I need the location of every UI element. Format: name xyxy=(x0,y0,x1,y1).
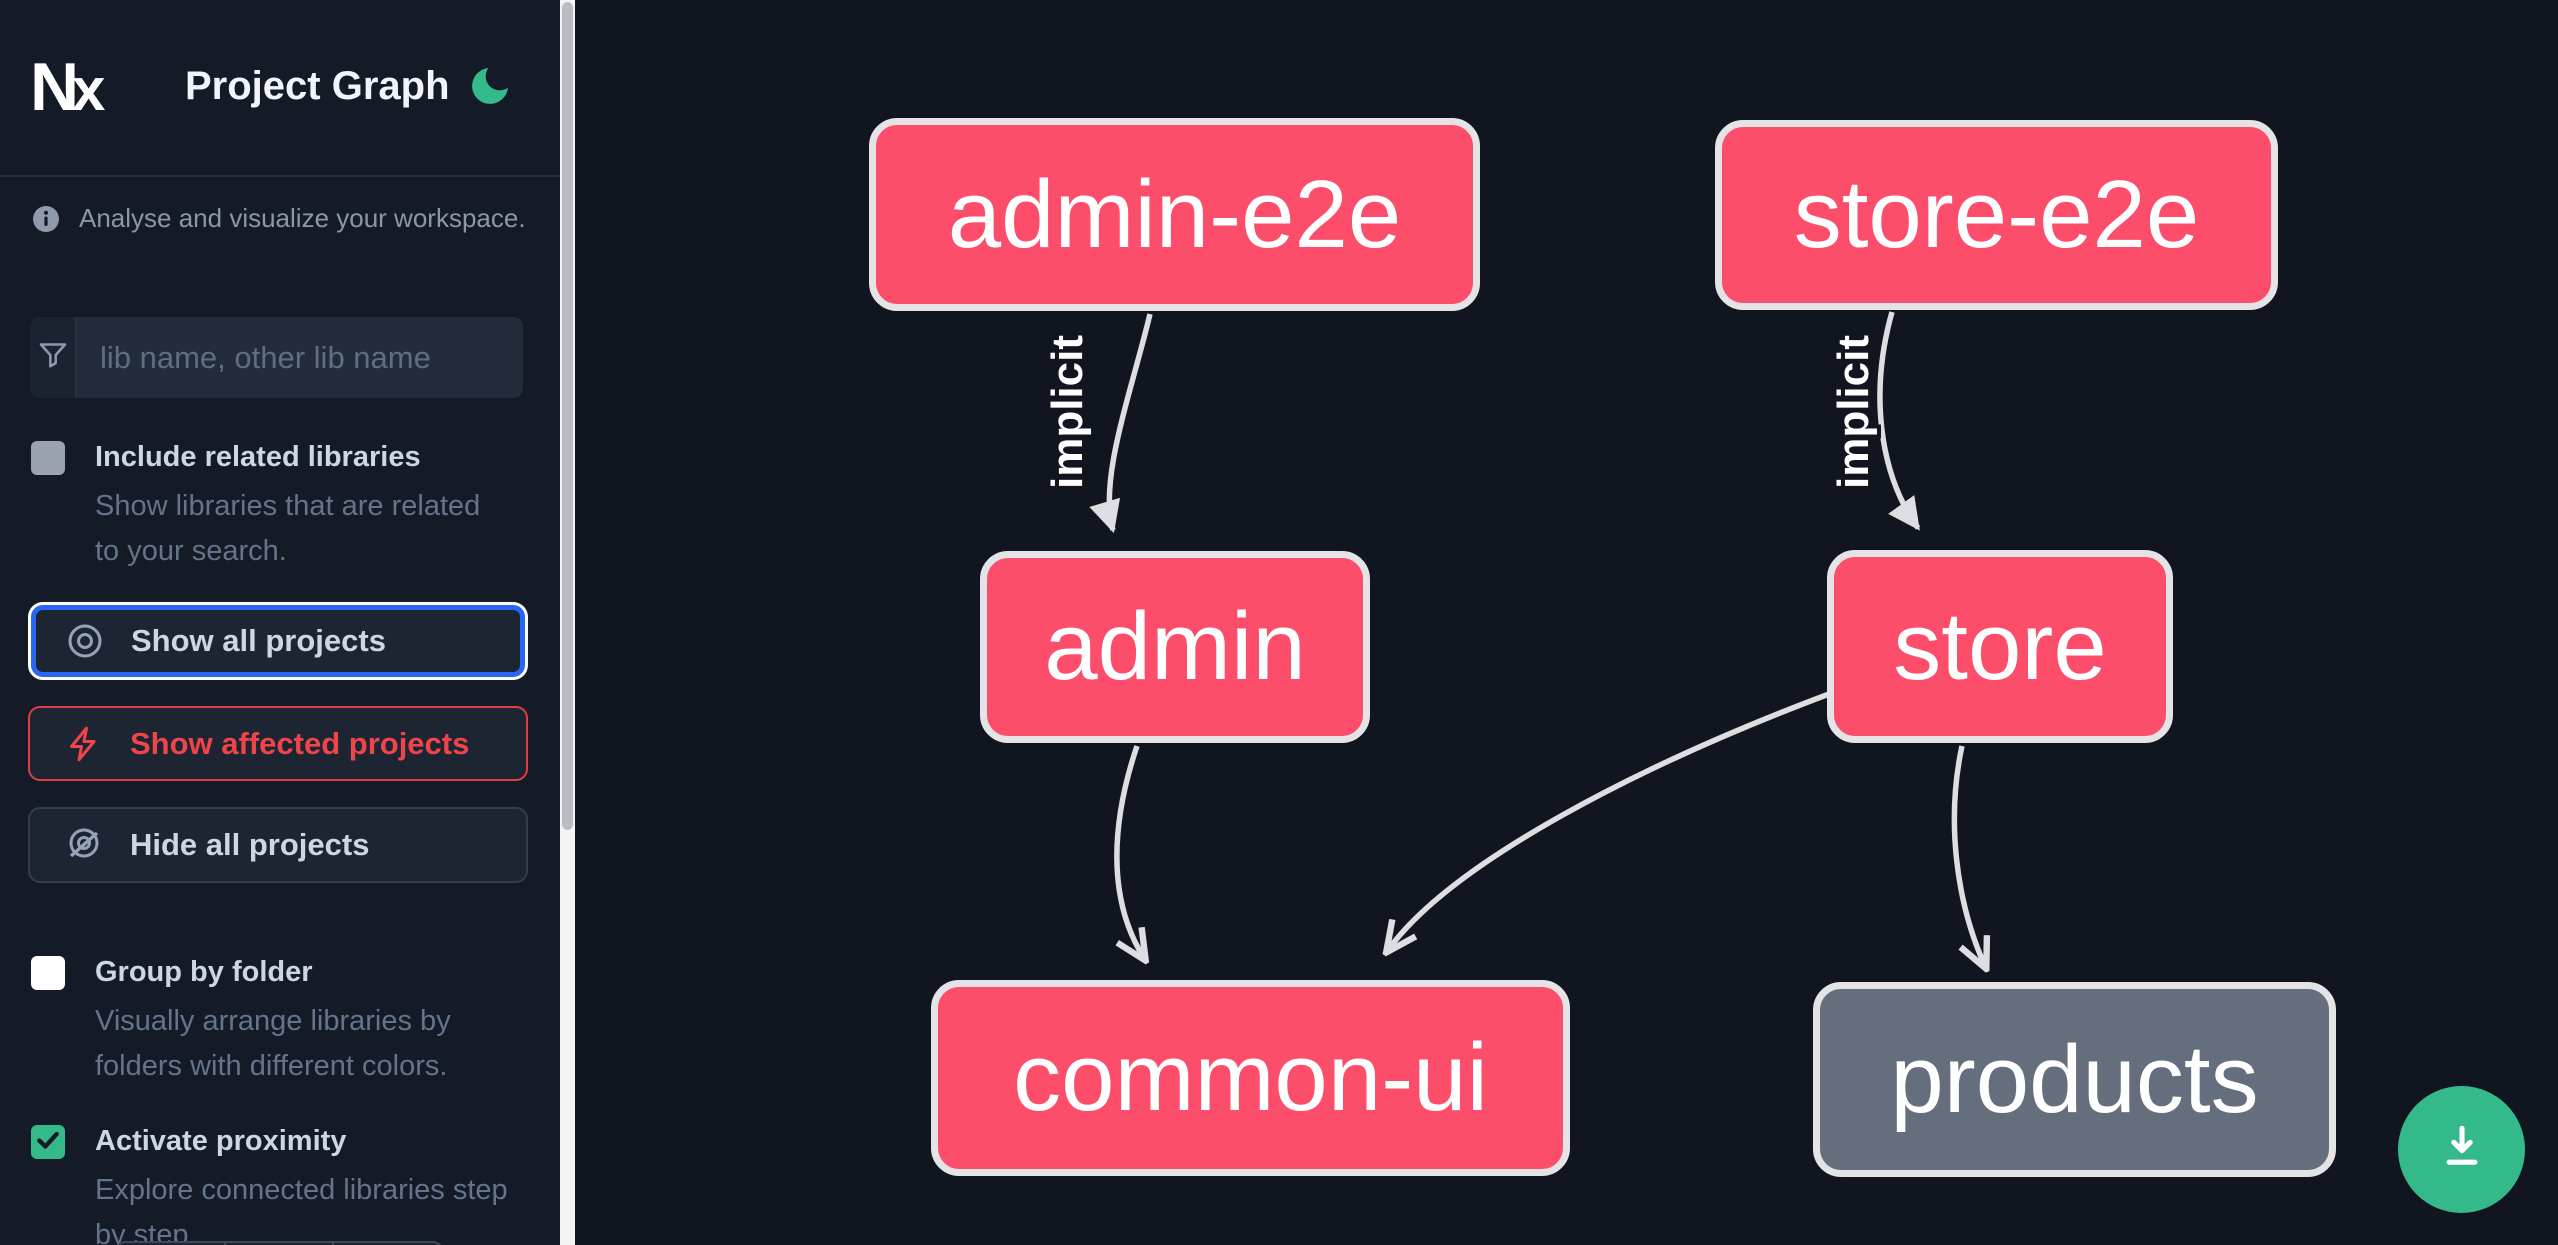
activate-proximity-checkbox[interactable] xyxy=(31,1125,65,1159)
show-all-projects-button[interactable]: Show all projects xyxy=(28,602,528,680)
show-affected-projects-button[interactable]: Show affected projects xyxy=(28,706,528,781)
info-icon xyxy=(33,205,59,232)
eye-icon xyxy=(65,621,105,661)
option-group-by-folder: Group by folder Visually arrange librari… xyxy=(31,953,525,1089)
node-label: admin-e2e xyxy=(947,160,1402,268)
group-by-folder-checkbox[interactable] xyxy=(31,956,65,990)
graph-node-common-ui[interactable]: common-ui xyxy=(931,980,1570,1176)
graph-node-store[interactable]: store xyxy=(1827,550,2173,743)
search-box xyxy=(30,317,523,398)
include-related-label: Include related libraries xyxy=(95,441,421,473)
show-affected-projects-label: Show affected projects xyxy=(130,725,470,761)
graph-node-admin[interactable]: admin xyxy=(980,551,1370,743)
workspace-info: Analyse and visualize your workspace. xyxy=(33,203,526,234)
group-by-folder-label: Group by folder xyxy=(95,956,313,988)
activate-proximity-description: Explore connected libraries step by step… xyxy=(95,1174,508,1245)
search-icon-cell xyxy=(30,317,76,398)
proximity-stepper-value xyxy=(223,1243,333,1245)
include-related-checkbox[interactable] xyxy=(31,441,65,475)
node-label: products xyxy=(1890,1025,2259,1133)
option-include-related: Include related libraries Show libraries… xyxy=(31,438,525,574)
filter-funnel-icon xyxy=(35,337,71,378)
theme-toggle-button[interactable] xyxy=(466,62,514,110)
node-label: common-ui xyxy=(1013,1024,1488,1131)
header-divider xyxy=(0,175,560,177)
eye-off-icon xyxy=(64,825,104,865)
nx-logo: N x xyxy=(30,49,130,125)
node-label: store-e2e xyxy=(1793,161,2200,268)
check-icon xyxy=(35,1127,61,1158)
download-image-button[interactable] xyxy=(2398,1086,2525,1213)
bolt-icon xyxy=(64,724,104,764)
proximity-stepper-increment[interactable] xyxy=(332,1243,441,1245)
sidebar-header: N x Project Graph xyxy=(0,0,560,177)
svg-text:N: N xyxy=(30,52,75,122)
node-label: admin xyxy=(1044,593,1306,700)
hide-all-projects-button[interactable]: Hide all projects xyxy=(28,807,528,883)
proximity-stepper[interactable] xyxy=(115,1241,443,1245)
download-icon xyxy=(2434,1119,2490,1180)
page-title: Project Graph xyxy=(185,64,450,108)
graph-node-products[interactable]: products xyxy=(1813,982,2336,1177)
group-by-folder-description: Visually arrange libraries by folders wi… xyxy=(95,1005,451,1082)
sidebar: N x Project Graph xyxy=(0,0,560,1245)
graph-node-admin-e2e[interactable]: admin-e2e xyxy=(869,118,1480,311)
graph-node-store-e2e[interactable]: store-e2e xyxy=(1715,120,2278,310)
search-input[interactable] xyxy=(76,317,523,398)
sidebar-scrollbar[interactable] xyxy=(560,0,575,1245)
sidebar-scrollbar-thumb[interactable] xyxy=(562,2,573,830)
include-related-description: Show libraries that are related to your … xyxy=(95,490,481,567)
option-activate-proximity: Activate proximity Explore connected lib… xyxy=(31,1122,525,1245)
node-label: store xyxy=(1893,592,2107,700)
activate-proximity-label: Activate proximity xyxy=(95,1125,347,1157)
moon-icon xyxy=(466,68,514,114)
show-all-projects-label: Show all projects xyxy=(131,623,386,658)
hide-all-projects-label: Hide all projects xyxy=(130,827,370,862)
svg-text:x: x xyxy=(72,56,105,122)
workspace-info-text: Analyse and visualize your workspace. xyxy=(79,203,526,233)
